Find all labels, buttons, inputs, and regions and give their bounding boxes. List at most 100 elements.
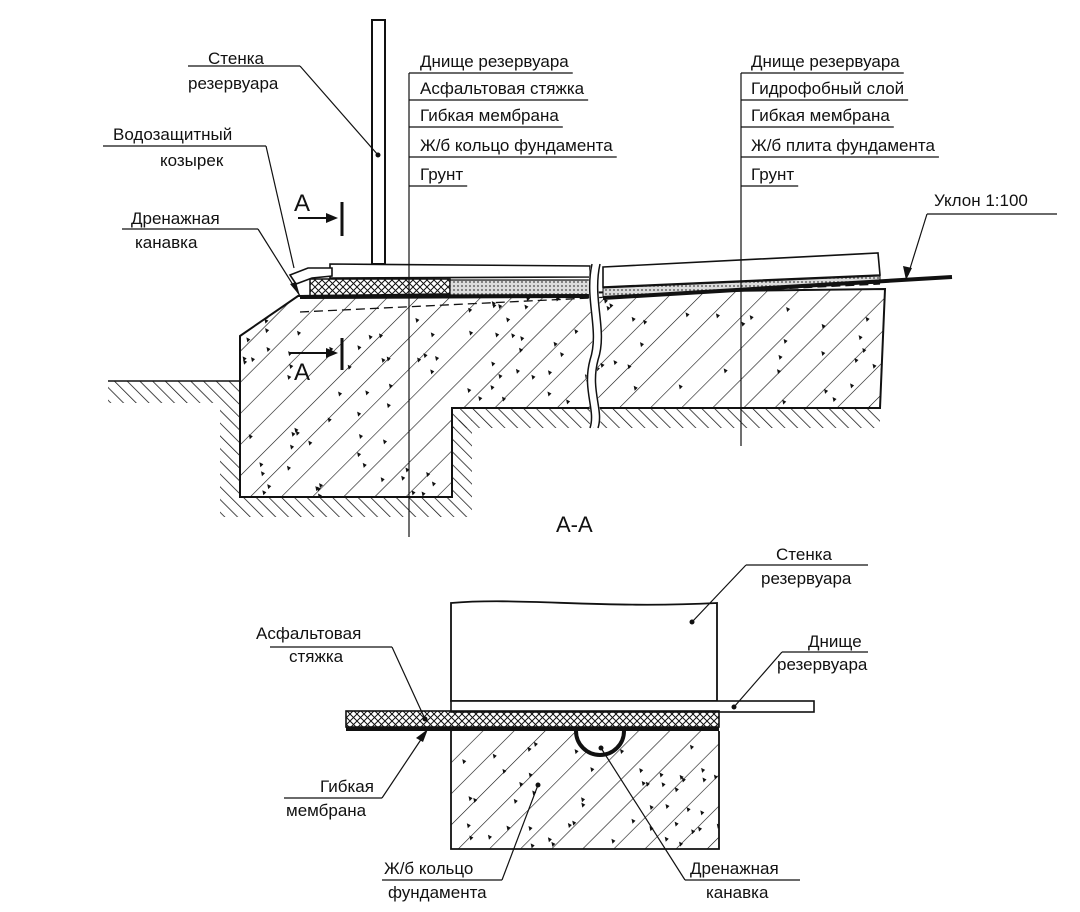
aggregate-mark	[473, 797, 478, 803]
ring-layer-1: Днище резервуара	[420, 52, 569, 71]
aggregate-mark	[357, 411, 362, 417]
aggregate-mark	[291, 431, 296, 437]
aggregate-mark	[317, 493, 322, 497]
aggregate-mark	[777, 475, 782, 481]
aggregate-mark	[520, 336, 525, 342]
aggregate-mark	[777, 369, 782, 375]
foundation-section-view: А А Уклон 1:100 Стенка резервуара Водо	[103, 19, 1057, 537]
section-membrane-label-line1: Гибкая	[320, 777, 374, 796]
aggregate-mark	[528, 772, 533, 778]
aggregate-mark	[498, 373, 503, 379]
slab-layer-3: Гибкая мембрана	[751, 106, 890, 125]
aggregate-mark	[774, 430, 779, 436]
aggregate-mark	[641, 781, 646, 787]
section-title: А-А	[556, 512, 593, 537]
aggregate-mark	[511, 333, 516, 339]
aggregate-mark	[359, 433, 364, 439]
aggregate-mark	[248, 434, 253, 440]
aggregate-mark	[259, 462, 264, 468]
aggregate-mark	[411, 490, 416, 496]
aggregate-mark	[381, 357, 386, 363]
aggregate-mark	[508, 484, 513, 490]
ring-layer-3: Гибкая мембрана	[420, 106, 559, 125]
section-drain-groove	[574, 730, 626, 757]
aggregate-mark	[749, 315, 754, 321]
aggregate-mark	[262, 490, 267, 496]
aggregate-mark	[295, 430, 300, 436]
aggregate-mark	[495, 332, 500, 338]
aggregate-mark	[502, 460, 507, 466]
slab-layer-5: Грунт	[751, 165, 794, 184]
aggregate-mark	[620, 748, 625, 754]
wall-label-line1: Стенка	[208, 49, 265, 68]
aggregate-mark	[611, 838, 616, 844]
aggregate-mark	[531, 374, 536, 380]
aggregate-mark	[347, 364, 352, 370]
aggregate-mark	[678, 384, 683, 390]
section-asphalt-label-line2: стяжка	[289, 647, 344, 666]
aggregate-mark	[649, 805, 654, 811]
aggregate-mark	[581, 797, 586, 803]
aggregate-mark	[378, 333, 383, 339]
aggregate-mark	[388, 383, 393, 389]
aggregate-mark	[748, 484, 753, 490]
aggregate-mark	[632, 459, 637, 465]
aggregate-mark	[383, 439, 388, 445]
aggregate-mark	[308, 440, 313, 446]
aggregate-mark	[553, 452, 558, 458]
aggregate-mark	[365, 390, 370, 396]
aggregate-mark	[821, 323, 826, 329]
aggregate-mark	[649, 826, 654, 832]
section-drain-label-line1: Дренажная	[690, 859, 779, 878]
aggregate-mark	[426, 472, 431, 478]
aggregate-mark	[858, 335, 863, 341]
aggregate-mark	[664, 836, 669, 842]
aggregate-mark	[659, 772, 664, 778]
aggregate-mark	[528, 825, 533, 831]
aggregate-mark	[287, 374, 292, 380]
drain-label-line1: Дренажная	[131, 209, 220, 228]
aggregate-mark	[646, 427, 651, 433]
slab-layer-1: Днище резервуара	[751, 52, 900, 71]
section-bottom-label-line2: резервуара	[777, 655, 868, 674]
aggregate-mark	[759, 479, 764, 485]
aggregate-mark	[586, 478, 591, 484]
wall-label-line2: резервуара	[188, 74, 279, 93]
break-line	[586, 262, 603, 430]
aggregate-mark	[674, 821, 679, 827]
ring-layer-5: Грунт	[420, 165, 463, 184]
aggregate-mark	[752, 436, 757, 442]
aggregate-mark	[263, 299, 268, 305]
aggregate-mark	[715, 313, 720, 319]
aggregate-mark	[297, 330, 302, 336]
aggregate-mark	[264, 318, 269, 324]
aggregate-mark	[548, 370, 553, 376]
aggregate-mark	[357, 345, 362, 351]
section-drain-label-line2: канавка	[706, 883, 769, 902]
aggregate-mark	[689, 744, 694, 750]
aggregate-mark	[315, 486, 320, 492]
aggregate-mark	[319, 483, 324, 489]
aggregate-mark	[639, 342, 644, 348]
aggregate-mark	[850, 383, 855, 389]
slab-layer-2: Гидрофобный слой	[751, 79, 904, 98]
aggregate-mark	[519, 347, 524, 353]
aggregate-mark	[267, 484, 272, 490]
drain-label-line2: канавка	[135, 233, 198, 252]
aggregate-mark	[430, 369, 435, 375]
aggregate-mark	[466, 823, 471, 829]
aggregate-mark	[824, 388, 829, 394]
aggregate-mark	[415, 317, 420, 323]
aggregate-mark	[574, 329, 579, 335]
aggregate-mark	[633, 385, 638, 391]
aggregate-mark	[627, 364, 632, 370]
aggregate-mark	[530, 843, 535, 849]
section-leaders	[270, 564, 868, 881]
aggregate-mark	[665, 804, 670, 810]
tank-wall	[371, 19, 386, 265]
aggregate-mark	[691, 829, 696, 835]
aggregate-mark	[865, 316, 870, 322]
aggregate-mark	[832, 396, 837, 402]
aggregate-mark	[698, 826, 703, 832]
aggregate-mark	[613, 360, 618, 366]
